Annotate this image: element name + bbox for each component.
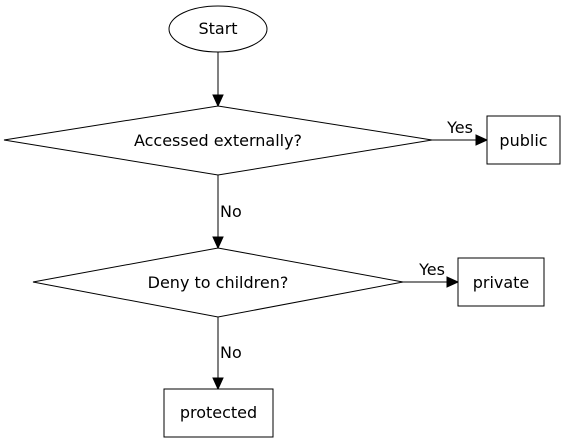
- node-protected: protected: [163, 388, 274, 438]
- edge-start-to-accessed: [212, 52, 224, 108]
- public-label: public: [499, 131, 547, 150]
- edge-label-yes: Yes: [446, 118, 473, 137]
- accessed-externally-label: Accessed externally?: [134, 131, 302, 150]
- arrowhead: [212, 236, 224, 250]
- arrowhead: [475, 134, 489, 146]
- deny-to-children-label: Deny to children?: [148, 273, 289, 292]
- arrowhead: [446, 276, 460, 288]
- node-public: public: [486, 115, 561, 165]
- node-private: private: [457, 257, 545, 307]
- public-box: [486, 115, 561, 165]
- private-label: private: [473, 273, 530, 292]
- edge-label-yes: Yes: [418, 260, 445, 279]
- arrowhead: [212, 94, 224, 108]
- edge-deny-to-private: Yes: [403, 260, 460, 288]
- edge-label-no: No: [220, 343, 242, 362]
- edge-accessed-to-public: Yes: [432, 118, 489, 146]
- edge-deny-to-protected: No: [212, 317, 242, 391]
- node-start: Start: [168, 5, 268, 53]
- edge-label-no: No: [220, 202, 242, 221]
- arrowhead: [212, 377, 224, 391]
- node-accessed-externally: Accessed externally?: [3, 105, 433, 176]
- start-label: Start: [198, 19, 237, 38]
- protected-label: protected: [180, 403, 257, 422]
- node-deny-to-children: Deny to children?: [32, 247, 404, 318]
- protected-box: [163, 388, 274, 438]
- edge-accessed-to-deny: No: [212, 175, 242, 250]
- private-box: [457, 257, 545, 307]
